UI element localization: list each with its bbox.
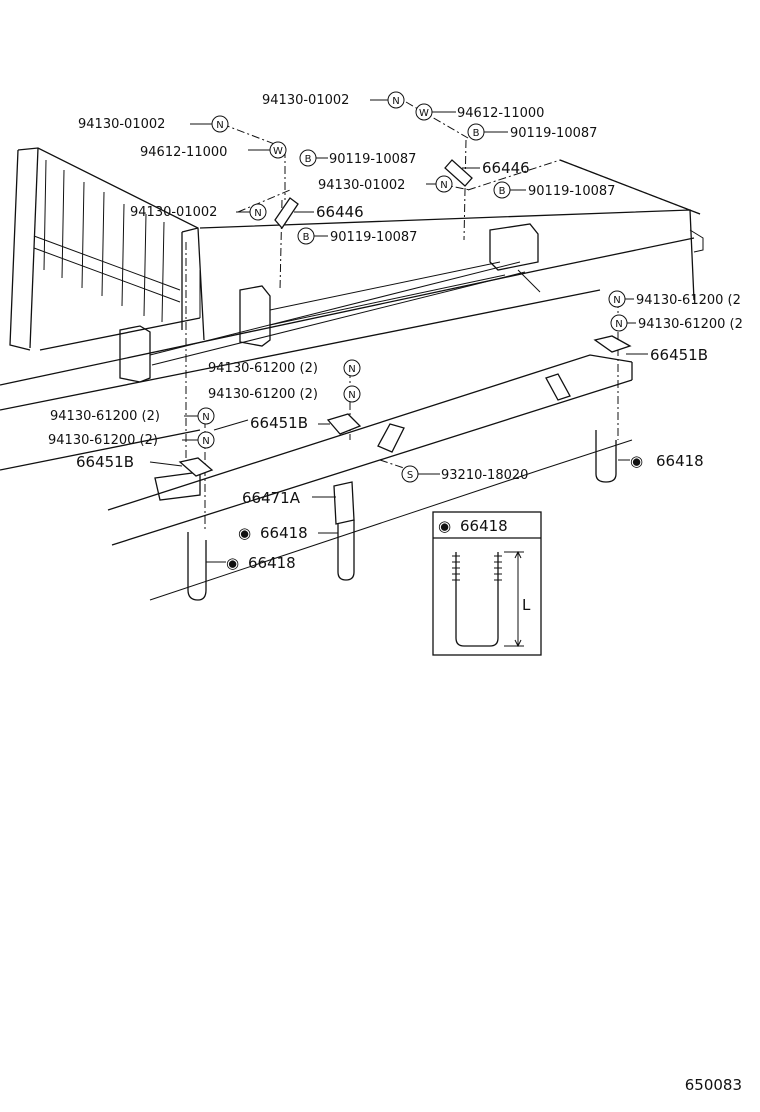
spacer-66451b-rear bbox=[593, 335, 632, 353]
callout-text: 90119-10087 bbox=[330, 230, 417, 245]
nut-symbol-icon bbox=[343, 385, 361, 403]
nut-symbol-icon bbox=[387, 91, 405, 109]
dimension-label: L bbox=[522, 596, 531, 614]
callout-text: 94130-61200 (2 bbox=[636, 293, 741, 308]
callout-symbol: N bbox=[216, 120, 223, 131]
figure-id: 650083 bbox=[685, 1076, 742, 1094]
callout-text: 94130-01002 bbox=[318, 178, 405, 193]
callout-symbol: B bbox=[499, 186, 506, 197]
callout-text: 66471A bbox=[242, 489, 301, 507]
callout-text: 66451B bbox=[650, 346, 708, 364]
callout-symbol: N bbox=[392, 96, 399, 107]
washer-symbol-icon bbox=[269, 141, 287, 159]
u-bolt-detail bbox=[455, 552, 499, 647]
callout-labels: 94130-01002 N 94612-11000 W B 90119-1008… bbox=[48, 91, 743, 572]
callout-text: 94130-61200 (2) bbox=[48, 433, 158, 448]
callout-text: 94130-01002 bbox=[78, 117, 165, 132]
truck-bed-drawing bbox=[0, 147, 704, 601]
callout-symbol: B bbox=[305, 154, 312, 165]
nut-symbol-icon bbox=[435, 175, 453, 193]
callout-text: 90119-10087 bbox=[510, 126, 597, 141]
nut-symbol-icon bbox=[249, 203, 267, 221]
callout-text: 90119-10087 bbox=[528, 184, 615, 199]
callout-text: 66451B bbox=[250, 414, 308, 432]
spacer-66451b-front bbox=[178, 457, 214, 477]
detail-symbol: ◉ bbox=[438, 517, 451, 535]
callout-text: 94130-61200 (2) bbox=[208, 387, 318, 402]
callout-text: 66418 bbox=[260, 524, 308, 542]
callout-text: 94130-01002 bbox=[262, 93, 349, 108]
callout-symbol: B bbox=[303, 232, 310, 243]
callout-text: 90119-10087 bbox=[329, 152, 416, 167]
callout-text: 94130-61200 (2) bbox=[50, 409, 160, 424]
bracket-66471a bbox=[333, 481, 355, 525]
callout-text: 66418 bbox=[656, 452, 704, 470]
plate-66446-lower bbox=[274, 197, 299, 230]
callout-symbol: N bbox=[202, 412, 209, 423]
u-bolt-66418-mid bbox=[337, 520, 355, 581]
callout-text: ◉ bbox=[630, 452, 643, 470]
callout-symbol: W bbox=[273, 146, 283, 157]
callout-symbol: N bbox=[348, 364, 355, 375]
callout-text: 66446 bbox=[482, 159, 530, 177]
callout-symbol: N bbox=[254, 208, 261, 219]
callout-text: 94612-11000 bbox=[140, 145, 227, 160]
callout-text: 94130-01002 bbox=[130, 205, 217, 220]
callout-symbol: N bbox=[348, 390, 355, 401]
bracket-93210 bbox=[377, 423, 405, 453]
callout-text: 94612-11000 bbox=[457, 106, 544, 121]
parts bbox=[178, 159, 632, 601]
nut-symbol-icon bbox=[197, 431, 215, 449]
nut-symbol-icon bbox=[343, 359, 361, 377]
callout-symbol: B bbox=[473, 128, 480, 139]
callout-symbol: N bbox=[440, 180, 447, 191]
callout-text: ◉ bbox=[226, 554, 239, 572]
callout-symbol: N bbox=[202, 436, 209, 447]
callout-symbol: N bbox=[613, 295, 620, 306]
nut-symbol-icon bbox=[211, 115, 229, 133]
u-bolt-66418-front bbox=[187, 532, 207, 601]
callout-text: 66451B bbox=[76, 453, 134, 471]
plate-66446-upper bbox=[444, 159, 473, 187]
nut-symbol-icon bbox=[197, 407, 215, 425]
callout-text: 66446 bbox=[316, 203, 364, 221]
bracket-rear-rail bbox=[545, 373, 571, 401]
u-bolt-66418-rear bbox=[595, 430, 617, 483]
spacer-66451b-mid bbox=[326, 413, 362, 435]
callout-symbol: W bbox=[419, 108, 429, 119]
callout-text: 94130-61200 (2 bbox=[638, 317, 743, 332]
callout-text: ◉ bbox=[238, 524, 251, 542]
callout-text: 93210-18020 bbox=[441, 468, 528, 483]
detail-title: 66418 bbox=[460, 517, 508, 535]
detail-box: ◉ 66418 L bbox=[432, 511, 542, 656]
callout-text: 94130-61200 (2) bbox=[208, 361, 318, 376]
callout-symbol: S bbox=[407, 470, 413, 481]
callout-symbol: N bbox=[615, 319, 622, 330]
callout-text: 66418 bbox=[248, 554, 296, 572]
